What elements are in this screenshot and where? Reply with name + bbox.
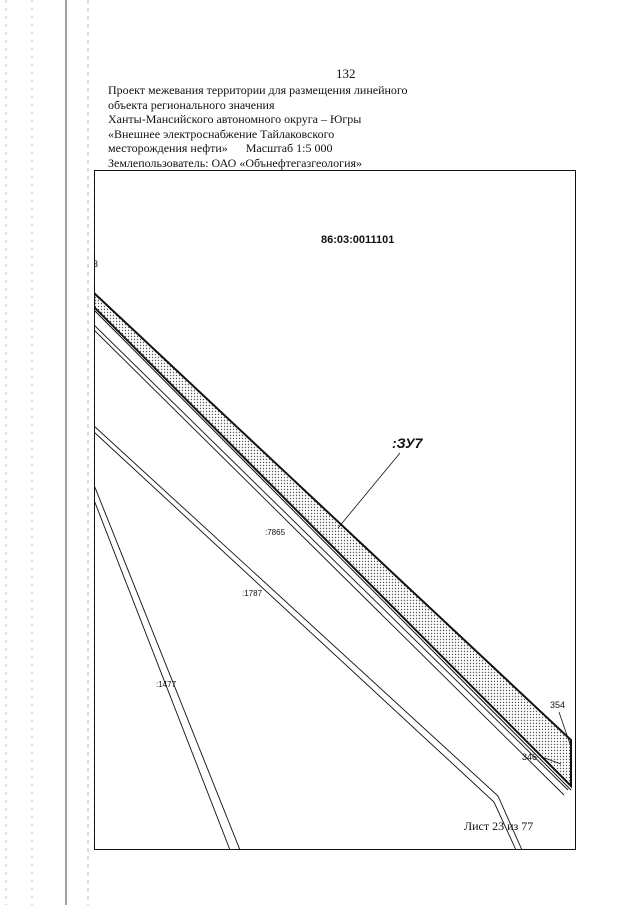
boundary-line [94,431,517,850]
boundary-line [94,499,231,850]
point-label: 346 [522,752,537,762]
parcel-zu7-label: :ЗУ7 [392,435,424,451]
header-line: месторождения нефти» Масштаб 1:5 000 [108,141,333,156]
header-line: «Внешнее электроснабжение Тайлаковского [108,126,335,141]
map-frame [94,170,576,850]
strip-edge [94,309,572,791]
parcel-label: :1787 [242,589,263,598]
header-line: Ханты-Мансийского автономного округа – Ю… [108,112,362,127]
cadastral-map: 86:03:0011101 :ЗУ7 :7865 :1787 :1477 3 3… [94,170,576,850]
point-label: 354 [550,700,565,710]
header-line: Проект межевания территории для размещен… [108,83,408,97]
header-line: объекта регионального значения [108,97,275,112]
binding-margin [5,0,89,905]
header-line: Землепользователь: ОАО «Обънефтегазгеоло… [108,155,363,170]
boundary-line [94,484,241,850]
parcel-label: :1477 [156,680,177,689]
page-number: 132 [336,66,356,81]
leader-line [337,452,401,529]
leader-line [558,711,571,745]
boundary-line [94,425,523,850]
leader-line [541,756,562,765]
boundary-line [94,329,565,796]
boundary-line [94,324,569,791]
sheet-label: Лист 23 из 77 [464,819,533,833]
document-header: Проект межевания территории для размещен… [108,83,408,171]
parcel-label: :7865 [265,528,286,537]
cadastral-quarter-label: 86:03:0011101 [321,234,394,246]
point-label: 3 [94,259,98,269]
parcel-zu7-strip [94,291,572,789]
